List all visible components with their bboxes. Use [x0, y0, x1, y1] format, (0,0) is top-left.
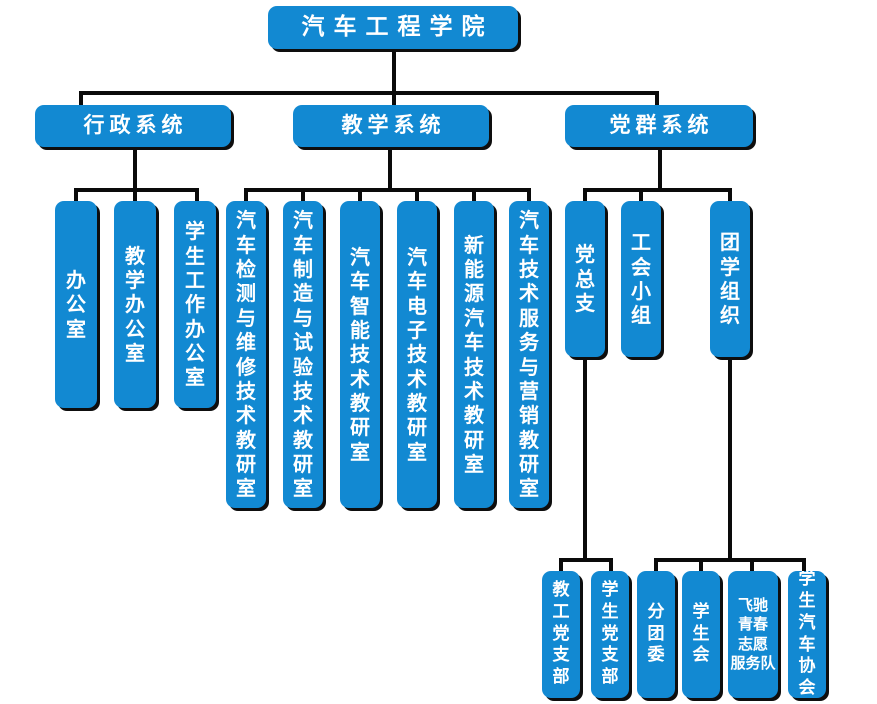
node-student-party-branch-label: 学 生 党 支 部: [601, 580, 619, 688]
connector-admin-down: [133, 147, 137, 191]
node-intelligent-tech[interactable]: 汽 车 智 能 技 术 教 研 室: [340, 201, 380, 508]
node-youth-league-org-label: 团 学 组 织: [720, 230, 740, 328]
node-manufacture-test-label: 汽 车 制 造 与 试 验 技 术 教 研 室: [293, 208, 313, 501]
node-system-party[interactable]: 党群系统: [565, 105, 753, 147]
node-party-branch-general[interactable]: 党 总 支: [565, 201, 605, 357]
connector-party-branch-down: [583, 357, 587, 562]
node-root[interactable]: 汽车工程学院: [268, 6, 518, 49]
node-electronics-tech[interactable]: 汽 车 电 子 技 术 教 研 室: [397, 201, 437, 508]
node-union-group[interactable]: 工 会 小 组: [621, 201, 661, 357]
connector-admin-child-1: [74, 188, 78, 202]
connector-teaching-child-6: [527, 188, 531, 202]
node-student-affairs-office[interactable]: 学 生 工 作 办 公 室: [174, 201, 216, 408]
node-student-party-branch[interactable]: 学 生 党 支 部: [591, 571, 629, 698]
node-party-branch-general-label: 党 总 支: [575, 242, 595, 316]
node-teaching-office-label: 教 学 办 公 室: [125, 243, 145, 366]
connector-party-bus: [583, 188, 732, 192]
connector-teaching-child-5: [472, 188, 476, 202]
connector-party-branch-bus: [559, 558, 613, 562]
connector-teaching-child-3: [358, 188, 362, 202]
node-student-car-association-label: 学 生 汽 车 协 会: [798, 571, 816, 698]
connector-teaching-down: [388, 147, 392, 191]
node-youth-league-org[interactable]: 团 学 组 织: [710, 201, 750, 357]
node-admin-office[interactable]: 办 公 室: [55, 201, 97, 408]
connector-league-bus: [654, 558, 806, 562]
node-system-party-label: 党群系统: [609, 113, 714, 138]
connector-party-child-3: [728, 188, 732, 202]
connector-teaching-bus: [244, 188, 531, 192]
node-student-affairs-office-label: 学 生 工 作 办 公 室: [185, 219, 205, 390]
node-student-union[interactable]: 学 生 会: [682, 571, 720, 698]
connector-admin-child-2: [133, 188, 137, 202]
node-inspect-repair[interactable]: 汽 车 检 测 与 维 修 技 术 教 研 室: [226, 201, 266, 508]
node-staff-party-branch-label: 教 工 党 支 部: [552, 580, 570, 688]
node-system-admin[interactable]: 行政系统: [35, 105, 231, 147]
connector-league-child-3: [750, 558, 754, 572]
node-service-marketing-label: 汽 车 技 术 服 务 与 营 销 教 研 室: [519, 208, 539, 501]
node-branch-league-committee[interactable]: 分 团 委: [637, 571, 675, 698]
node-staff-party-branch[interactable]: 教 工 党 支 部: [542, 571, 580, 698]
connector-admin-child-3: [195, 188, 199, 202]
node-manufacture-test[interactable]: 汽 车 制 造 与 试 验 技 术 教 研 室: [283, 201, 323, 508]
node-intelligent-tech-label: 汽 车 智 能 技 术 教 研 室: [350, 244, 370, 464]
connector-staff-branch-drop: [559, 558, 563, 572]
connector-drop-teaching: [392, 91, 396, 106]
connector-league-child-2: [699, 558, 703, 572]
node-union-group-label: 工 会 小 组: [631, 230, 651, 328]
node-student-union-label: 学 生 会: [692, 601, 710, 666]
connector-teaching-child-2: [301, 188, 305, 202]
node-electronics-tech-label: 汽 车 电 子 技 术 教 研 室: [407, 244, 427, 464]
node-volunteer-team[interactable]: 飞驰 青春 志愿 服务队: [728, 571, 778, 698]
node-branch-league-committee-label: 分 团 委: [647, 601, 665, 666]
connector-teaching-child-4: [415, 188, 419, 202]
connector-league-down: [728, 357, 732, 562]
connector-league-child-4: [802, 558, 806, 572]
connector-league-child-1: [654, 558, 658, 572]
connector-drop-admin: [79, 91, 83, 106]
node-system-teaching-label: 教学系统: [341, 113, 446, 138]
node-teaching-office[interactable]: 教 学 办 公 室: [114, 201, 156, 408]
node-new-energy-tech-label: 新 能 源 汽 车 技 术 教 研 室: [464, 232, 484, 477]
node-system-teaching[interactable]: 教学系统: [293, 105, 489, 147]
node-inspect-repair-label: 汽 车 检 测 与 维 修 技 术 教 研 室: [236, 208, 256, 501]
connector-party-child-1: [583, 188, 587, 202]
node-system-admin-label: 行政系统: [83, 113, 188, 138]
node-root-label: 汽车工程学院: [301, 13, 494, 40]
connector-teaching-child-1: [244, 188, 248, 202]
node-service-marketing[interactable]: 汽 车 技 术 服 务 与 营 销 教 研 室: [509, 201, 549, 508]
connector-party-child-2: [639, 188, 643, 202]
connector-student-branch-drop: [609, 558, 613, 572]
connector-drop-party: [655, 91, 659, 106]
connector-level2-bus: [79, 91, 659, 95]
node-admin-office-label: 办 公 室: [66, 267, 86, 341]
connector-root-down: [392, 49, 396, 94]
node-student-car-association[interactable]: 学 生 汽 车 协 会: [788, 571, 826, 698]
node-new-energy-tech[interactable]: 新 能 源 汽 车 技 术 教 研 室: [454, 201, 494, 508]
node-volunteer-team-label: 飞驰 青春 志愿 服务队: [730, 595, 776, 673]
connector-party-down: [658, 147, 662, 191]
